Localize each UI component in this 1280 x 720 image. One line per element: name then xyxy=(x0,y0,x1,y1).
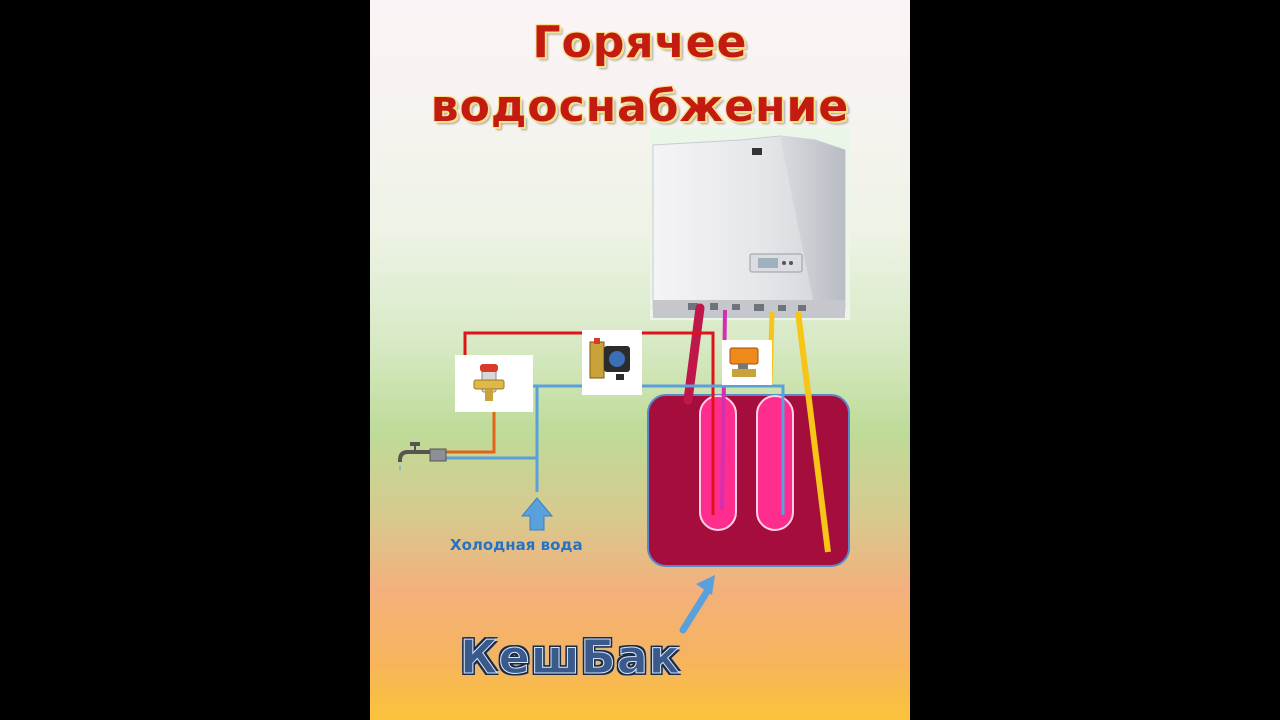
arrow-up-icon xyxy=(520,497,554,531)
mixed-water-pipe xyxy=(445,404,496,454)
boiler-button xyxy=(789,261,793,265)
title-line-1: Горячее xyxy=(532,17,748,68)
storage-tank xyxy=(647,394,850,567)
thermostatic-mixing-valve-icon xyxy=(455,355,533,412)
arrow-diagonal-icon xyxy=(679,575,715,634)
heat-exchanger-coil-left xyxy=(699,395,737,531)
cold-water-label: Холодная вода xyxy=(450,536,583,554)
hot-water-scheme xyxy=(398,128,850,634)
brand-name: КешБак xyxy=(460,630,681,685)
boiler-side xyxy=(780,136,845,310)
faucet-icon xyxy=(398,442,447,471)
boiler-icon xyxy=(650,128,850,320)
boiler-display xyxy=(758,258,778,268)
title-line-2: водоснабжение xyxy=(430,81,850,132)
motorized-valve-icon xyxy=(722,340,772,385)
boiler-connections xyxy=(688,303,806,311)
diagram-panel: Горячее водоснабжение xyxy=(370,0,910,720)
pump-icon xyxy=(582,330,642,395)
boiler-bottom xyxy=(653,300,845,318)
boiler-button xyxy=(782,261,786,265)
yellow-pipe-long xyxy=(795,311,831,553)
boiler-logo xyxy=(752,148,762,155)
heat-exchanger-coil-right xyxy=(756,395,794,531)
